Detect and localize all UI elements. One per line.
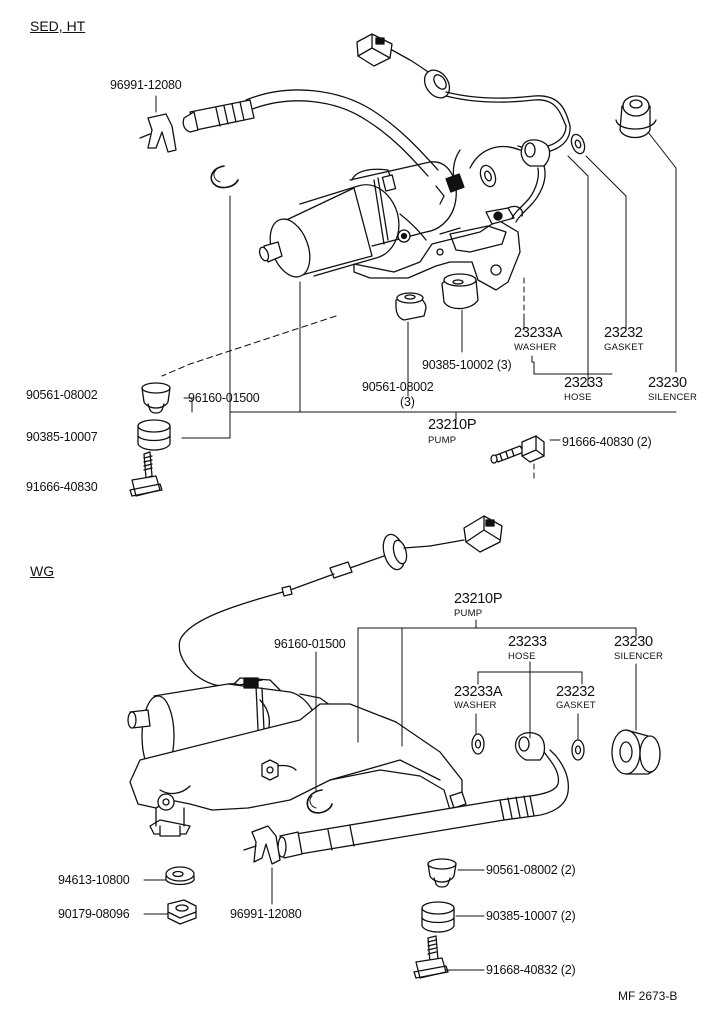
part-qty: (3) (400, 395, 415, 409)
rubber-cushion-icon (442, 274, 478, 309)
part-label: 96991-12080 (230, 907, 302, 921)
washer-left-icon (166, 867, 194, 885)
part-label: 90385-10007 (26, 430, 98, 444)
nut-left-icon (168, 900, 196, 924)
leader-lines-bottom (144, 620, 636, 970)
grommet-left-icon (142, 383, 170, 413)
part-label: 96160-01500 (274, 637, 346, 651)
wire-grommet-bottom-icon (380, 532, 430, 572)
silencer-bottom-icon (612, 730, 660, 774)
grommet-right-icon (428, 859, 456, 887)
part-label: 90385-10002 (3) (422, 358, 512, 372)
part-label: 91666-40830 (2) (562, 435, 652, 449)
bolt-right-icon (491, 436, 544, 463)
connector-plug-bottom-icon (430, 516, 502, 552)
part-label: 94613-10800 (58, 873, 130, 887)
part-label: 90561-08002 (362, 380, 434, 394)
fuel-pump-icon (258, 162, 522, 290)
washer-icon (478, 163, 499, 188)
part-name: GASKET (556, 700, 596, 711)
part-name: HOSE (508, 651, 536, 662)
gasket-bottom-icon (572, 740, 584, 760)
snap-ring-bottom-icon (307, 790, 332, 813)
part-name: PUMP (428, 435, 457, 446)
wire (350, 556, 384, 568)
pump-hose-bottom-icon (278, 750, 568, 858)
connector-plug-icon (357, 34, 410, 66)
part-number: 23230 (648, 375, 687, 391)
part-label: 96160-01500 (188, 391, 260, 405)
pump-hose-icon (183, 90, 438, 176)
cushion-left-icon (138, 420, 170, 450)
part-label: 90561-08002 (26, 388, 98, 402)
wire (470, 126, 570, 168)
part-label: 90385-10007 (2) (486, 909, 576, 923)
bolt-left-icon (130, 452, 162, 496)
fuel-pump-bottom-icon (128, 678, 466, 836)
part-label: 90179-08096 (58, 907, 130, 921)
part-number: 23210P (454, 591, 503, 607)
cushion-right-icon (422, 902, 454, 932)
part-number: 23230 (614, 634, 653, 650)
wire (446, 96, 566, 126)
wire (446, 92, 570, 126)
leader-lines-top (182, 132, 676, 440)
hose-clip-bottom-icon (244, 826, 280, 864)
grommet-icon (396, 293, 426, 320)
part-label: 91666-40830 (26, 480, 98, 494)
part-number: 23233 (508, 634, 547, 650)
part-label: 96991-12080 (110, 78, 182, 92)
silencer-hose-bottom-icon (515, 733, 544, 760)
part-number: 23210P (428, 417, 477, 433)
snap-ring-icon (211, 166, 238, 187)
part-label: 90561-08002 (2) (486, 863, 576, 877)
silencer-hose-icon (512, 140, 550, 222)
section-title-top: SED, HT (30, 18, 86, 34)
part-name: WASHER (454, 700, 497, 711)
hose-clip-icon (140, 114, 176, 152)
part-name: GASKET (604, 342, 644, 353)
part-number: 23233 (564, 375, 603, 391)
washer-bottom-icon (472, 734, 484, 754)
part-name: PUMP (454, 608, 483, 619)
part-number: 23233A (514, 325, 563, 341)
part-number: 23233A (454, 684, 503, 700)
figure-code: MF 2673-B (618, 989, 678, 1003)
part-name: HOSE (564, 392, 592, 403)
part-name: SILENCER (614, 651, 664, 662)
section-title-bottom: WG (30, 563, 55, 579)
gasket-icon (569, 133, 587, 156)
bolt-right-bottom-icon (414, 936, 448, 978)
part-number: 23232 (604, 325, 643, 341)
part-name: SILENCER (648, 392, 698, 403)
silencer-icon (616, 96, 656, 138)
part-label: 91668-40832 (2) (486, 963, 576, 977)
part-number: 23232 (556, 684, 595, 700)
part-name: WASHER (514, 342, 557, 353)
